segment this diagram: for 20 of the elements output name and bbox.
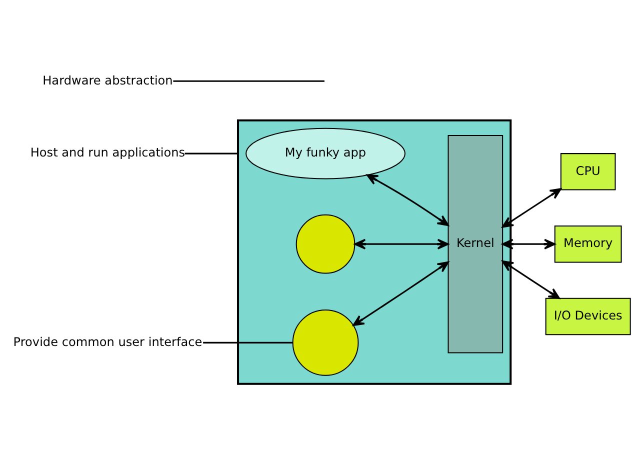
- node-box: I/O Devices: [545, 298, 631, 336]
- arrow: [502, 188, 562, 228]
- connector: [173, 80, 324, 82]
- node-box: CPU: [560, 153, 616, 190]
- node-text: Provide common user interface: [13, 334, 202, 349]
- arrow: [352, 261, 449, 326]
- node-box: Kernel: [448, 134, 504, 354]
- cluster: [237, 119, 512, 385]
- node-circle: [292, 309, 359, 376]
- arrow: [354, 238, 449, 250]
- node-circle: [296, 214, 356, 274]
- node-box: Memory: [554, 225, 622, 263]
- arrow: [502, 260, 560, 300]
- arrow: [366, 174, 449, 226]
- arrow: [502, 238, 556, 250]
- connector: [184, 152, 238, 154]
- node-text: Hardware abstraction: [42, 73, 173, 88]
- node-text: Host and run applications: [30, 146, 186, 160]
- node-ellipse: My funky app: [246, 128, 406, 180]
- connector: [203, 342, 293, 344]
